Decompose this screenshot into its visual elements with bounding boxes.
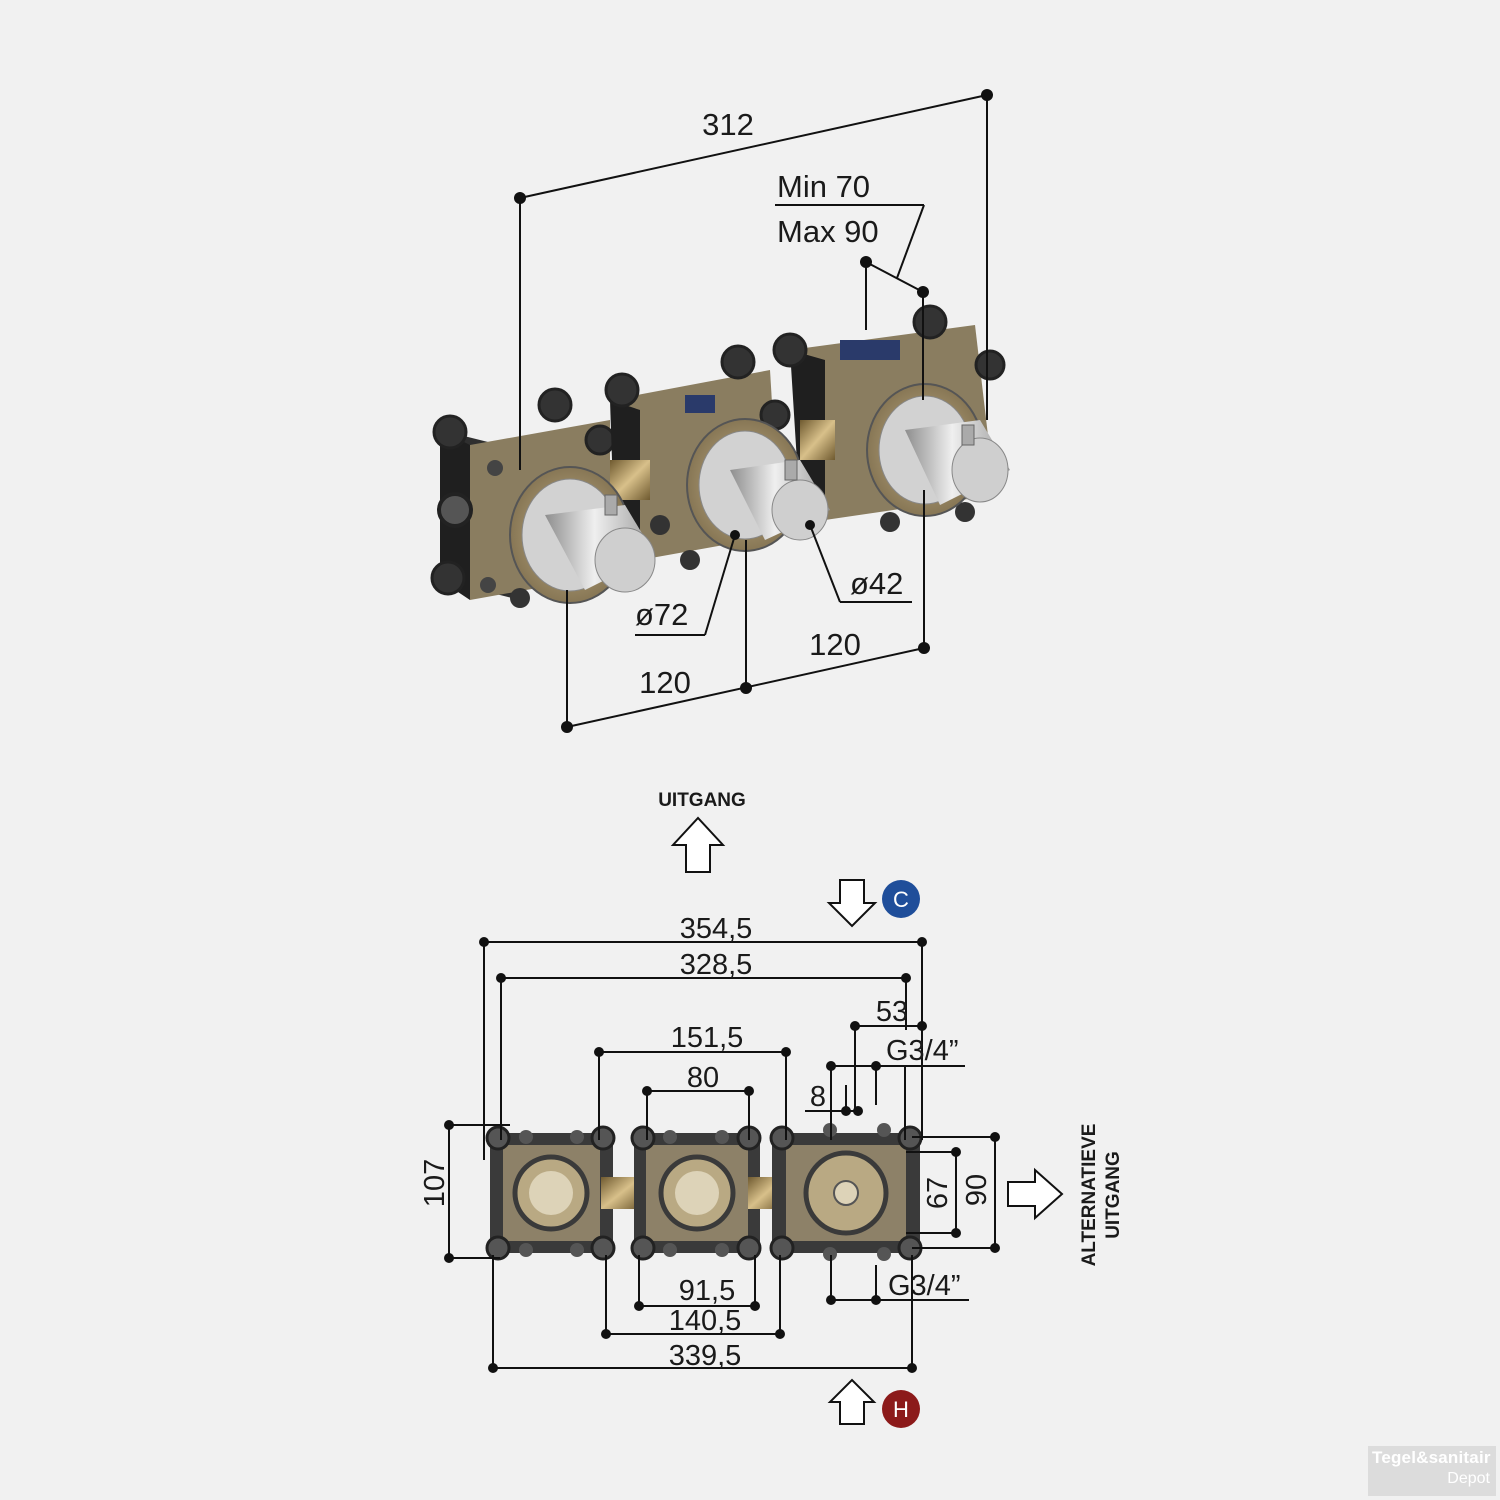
dim-label-107: 107 [419, 1159, 451, 1207]
dimension-67: 67 [906, 1147, 961, 1238]
dimension-depth: Min 70 Max 90 [775, 169, 929, 400]
dim-label-max90: Max 90 [777, 214, 879, 249]
hot-badge [882, 1390, 920, 1428]
dimension-151-5: 151,5 [594, 1022, 791, 1140]
knob-middle [686, 418, 830, 552]
cold-inlet-arrow-icon [826, 879, 878, 928]
dimension-80: 80 [642, 1062, 754, 1140]
watermark-logo: Tegel&sanitair Depot [1368, 1446, 1496, 1496]
dimension-312: 312 [514, 89, 993, 470]
dimension-339-5: 339,5 [488, 1255, 917, 1373]
dim-label-354-5: 354,5 [680, 913, 753, 945]
dim-label-67: 67 [922, 1177, 954, 1209]
dim-label-312: 312 [702, 107, 754, 142]
hot-inlet-arrow-icon [827, 1378, 877, 1425]
dim-label-339-5: 339,5 [669, 1340, 742, 1372]
dimension-91-5: 91,5 [634, 1255, 760, 1311]
dimension-354-5: 354,5 [479, 913, 927, 1160]
dimension-g34-top: G3/4” [826, 1035, 965, 1140]
dim-label-90: 90 [961, 1174, 993, 1206]
cold-badge [882, 880, 920, 918]
dim-label-53: 53 [876, 996, 908, 1028]
knob-right [866, 383, 1010, 517]
dim-label-140-5: 140,5 [669, 1305, 742, 1337]
dim-label-120-a: 120 [639, 665, 691, 700]
dim-label-min70: Min 70 [777, 169, 870, 204]
watermark-sub: Depot [1447, 1470, 1490, 1487]
plan-housing-middle [630, 1125, 762, 1261]
plan-view: UITGANG C H ALTERNATIEVE UITGANG [419, 790, 1124, 1428]
isometric-view: 312 Min 70 Max 90 120 120 [430, 89, 1010, 733]
alt-outlet-label-1: ALTERNATIEVE [1079, 1124, 1100, 1267]
outlet-label: UITGANG [658, 790, 746, 811]
dim-label-120-b: 120 [809, 627, 861, 662]
dim-label-91-5: 91,5 [679, 1275, 735, 1307]
watermark-brand: Tegel&sanitair [1372, 1448, 1491, 1467]
dim-label-d42: ø42 [850, 566, 903, 601]
dimension-53: 53 [850, 996, 927, 1112]
dim-label-g34-top: G3/4” [886, 1035, 959, 1067]
dimension-140-5: 140,5 [601, 1255, 785, 1339]
alt-outlet-label-2: UITGANG [1103, 1151, 1124, 1239]
outlet-arrow-icon [670, 816, 726, 873]
knob-left [509, 466, 656, 604]
dim-label-8: 8 [810, 1081, 826, 1113]
dimension-328-5: 328,5 [496, 949, 911, 1140]
hot-badge-label: H [893, 1397, 909, 1422]
dimension-diameters: ø72 ø42 [635, 520, 912, 636]
dim-label-328-5: 328,5 [680, 949, 753, 981]
dimension-107: 107 [419, 1120, 510, 1263]
brass-connector-2 [800, 420, 835, 460]
dim-label-d72: ø72 [635, 597, 688, 632]
plan-housing-left [485, 1125, 616, 1261]
plan-housing-right [769, 1123, 923, 1261]
dimension-8: 8 [805, 1081, 863, 1116]
dim-label-151-5: 151,5 [671, 1022, 744, 1054]
dimension-spacing: 120 120 [561, 490, 930, 733]
dimension-90: 90 [912, 1132, 1000, 1253]
cold-badge-label: C [893, 887, 909, 912]
dim-label-g34-bottom: G3/4” [888, 1270, 961, 1302]
alt-outlet-arrow-icon [1007, 1167, 1064, 1221]
dimension-g34-bottom: G3/4” [826, 1255, 969, 1305]
dim-label-80: 80 [687, 1062, 719, 1094]
